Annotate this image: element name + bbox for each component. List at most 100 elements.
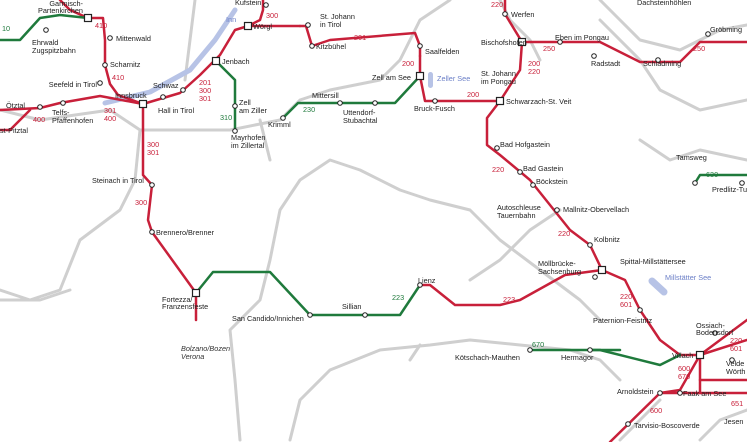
- border-line: [598, 18, 747, 112]
- station-marker: [417, 282, 423, 288]
- border-line: [183, 0, 197, 82]
- station-label: Innsbruck: [115, 91, 147, 100]
- inn-river: [102, 7, 238, 106]
- station-marker: [705, 31, 711, 37]
- station-label: Telfs-Pfaffenhofen: [52, 108, 93, 125]
- station-hub: [191, 288, 201, 298]
- station-marker: [280, 115, 286, 121]
- line-number: 230: [303, 105, 315, 114]
- station-marker: [494, 145, 500, 151]
- station-marker: [37, 104, 43, 110]
- station-marker: [502, 11, 508, 17]
- line-number: 10: [2, 24, 10, 33]
- station-label: Arnoldstein: [617, 387, 654, 396]
- station-label: Hermagor: [561, 353, 594, 362]
- station-label: Böckstein: [536, 177, 568, 186]
- border-line: [138, 0, 452, 132]
- station-label: Krimml: [268, 120, 291, 129]
- border-line: [408, 343, 422, 362]
- border-line: [598, 0, 747, 52]
- border-line: [288, 338, 622, 442]
- rail-line: [58, 0, 90, 20]
- station-marker: [309, 43, 315, 49]
- station-marker: [149, 229, 155, 235]
- station-label: Predlitz-Tur: [712, 185, 747, 194]
- line-number: 300: [135, 198, 147, 207]
- line-number: 400: [33, 115, 45, 124]
- station-label: st-Pitztal: [0, 126, 28, 135]
- line-number: 600: [650, 406, 662, 415]
- zeller-see-label: Zeller See: [437, 74, 470, 83]
- station-marker: [337, 100, 343, 106]
- station-marker: [557, 39, 563, 45]
- station-marker: [102, 62, 108, 68]
- station-label: Tamsweg: [676, 153, 707, 162]
- line-number: 250: [693, 44, 705, 53]
- rail-line: [418, 268, 604, 307]
- station-marker: [97, 80, 103, 86]
- station-label: Lienz: [418, 276, 436, 285]
- station-marker: [587, 242, 593, 248]
- millstaetter-see-label: Millstätter See: [665, 273, 711, 282]
- station-marker: [657, 390, 663, 396]
- station-label: Ötztal: [6, 101, 25, 110]
- station-marker: [625, 421, 631, 427]
- station-label: Faak am See: [683, 389, 726, 398]
- station-label: Fortezza/Franzensfeste: [162, 295, 208, 311]
- station-label: Wörgl: [253, 22, 272, 31]
- station-marker: [729, 357, 735, 363]
- station-marker: [587, 347, 593, 353]
- zeller-see-lake: [428, 72, 433, 88]
- station-label: Kitzbühel: [316, 42, 346, 51]
- border-line: [468, 208, 562, 282]
- line-number: 651: [731, 399, 743, 408]
- station-marker: [149, 182, 155, 188]
- station-marker: [372, 100, 378, 106]
- station-marker: [432, 98, 438, 104]
- station-marker: [677, 390, 683, 396]
- station-label: Garmisch-Partenkirchen: [38, 0, 84, 15]
- station-label: Villach: [672, 351, 693, 360]
- border-line: [258, 118, 272, 162]
- station-label: Schwarzach-St. Veit: [506, 97, 571, 106]
- station-label: Bruck-Fusch: [414, 104, 455, 113]
- station-marker: [232, 128, 238, 134]
- line-number: 201: [354, 33, 366, 42]
- station-marker: [160, 94, 166, 100]
- line-number: 200: [467, 90, 479, 99]
- station-marker: [591, 53, 597, 59]
- station-marker: [60, 100, 66, 106]
- station-label: Mittersill: [312, 91, 339, 100]
- station-marker: [107, 35, 113, 41]
- station-marker: [307, 312, 313, 318]
- station-marker: [43, 27, 49, 33]
- station-label: Bischofshofen: [481, 38, 527, 47]
- station-marker: [417, 43, 423, 49]
- station-label: Brennero/Brenner: [156, 228, 215, 237]
- station-label: Zell am See: [372, 73, 411, 82]
- station-label: Jesen: [724, 417, 743, 426]
- station-label: Schladming: [643, 59, 681, 68]
- station-label: Werfen: [511, 10, 534, 19]
- line-number: 200: [402, 59, 414, 68]
- station-label: Kufstein: [235, 0, 261, 7]
- station-marker: [692, 180, 698, 186]
- rail-line: [693, 173, 747, 185]
- station-marker: [739, 180, 745, 186]
- station-hub: [597, 265, 607, 275]
- rail-line: [0, 13, 90, 42]
- rail-line: [281, 74, 422, 120]
- line-number: 310: [220, 113, 232, 122]
- station-label: Steinach in Tirol: [92, 176, 144, 185]
- border-line: [638, 138, 747, 162]
- station-label: Radstadt: [591, 59, 620, 68]
- border-line: [698, 408, 747, 442]
